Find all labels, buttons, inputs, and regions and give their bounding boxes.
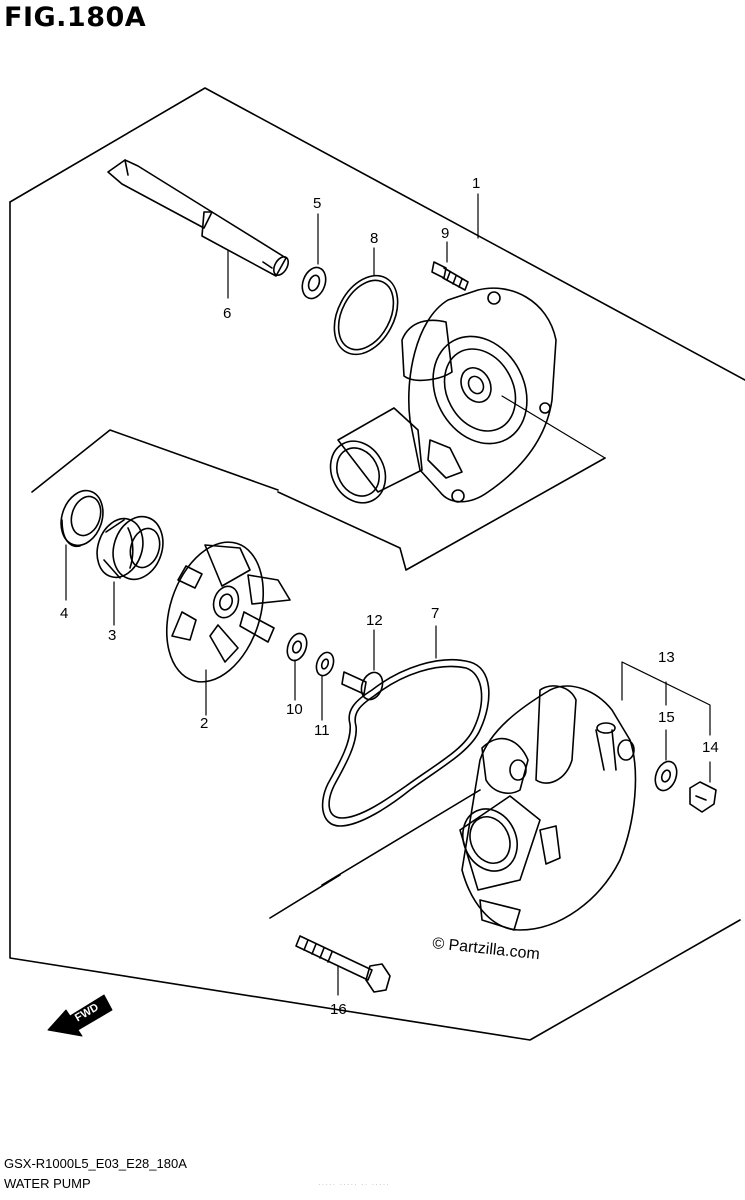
fwd-arrow-icon: FWD (47, 994, 113, 1037)
figure-title: FIG.180A (4, 2, 147, 33)
callout-15: 15 (658, 709, 675, 726)
callout-4: 4 (60, 605, 68, 622)
callout-1: 1 (472, 175, 480, 192)
callout-12: 12 (366, 612, 383, 629)
figure-name: WATER PUMP (4, 1176, 91, 1191)
callout-14: 14 (702, 739, 719, 756)
bolt-icon (341, 629, 384, 701)
washer-icon (315, 651, 335, 721)
bolt-icon (295, 935, 391, 996)
callout-11: 11 (314, 722, 330, 739)
washer-icon (301, 213, 327, 300)
assembly-outline (9, 87, 745, 1041)
pump-cover-icon (459, 685, 637, 931)
callout-9: 9 (441, 225, 449, 242)
callout-7: 7 (431, 605, 439, 622)
mechanical-seal-icon (96, 515, 164, 626)
o-ring-icon (333, 247, 399, 356)
callout-6: 6 (223, 305, 231, 322)
callout-13: 13 (658, 649, 675, 666)
bracket-label (621, 661, 711, 736)
faint-mark: ····· ····· ·· ····· (318, 1180, 390, 1189)
callout-8: 8 (370, 230, 378, 247)
shaft-icon (107, 159, 290, 299)
impeller-icon (165, 541, 291, 716)
gasket-icon (321, 625, 490, 827)
bolt-icon (431, 241, 469, 291)
watermark: © Partzilla.com (432, 935, 541, 963)
callout-3: 3 (108, 627, 116, 644)
callout-16: 16 (330, 1001, 347, 1018)
washer-icon (654, 729, 678, 792)
callout-5: 5 (313, 195, 321, 212)
callout-2: 2 (200, 715, 208, 732)
bolt-icon (689, 761, 717, 813)
callout-10: 10 (286, 701, 303, 718)
figure-code: GSX-R1000L5_E03_E28_180A (4, 1156, 187, 1171)
washer-icon (286, 632, 308, 701)
pump-case-icon (329, 193, 606, 504)
oil-seal-icon (60, 489, 104, 601)
